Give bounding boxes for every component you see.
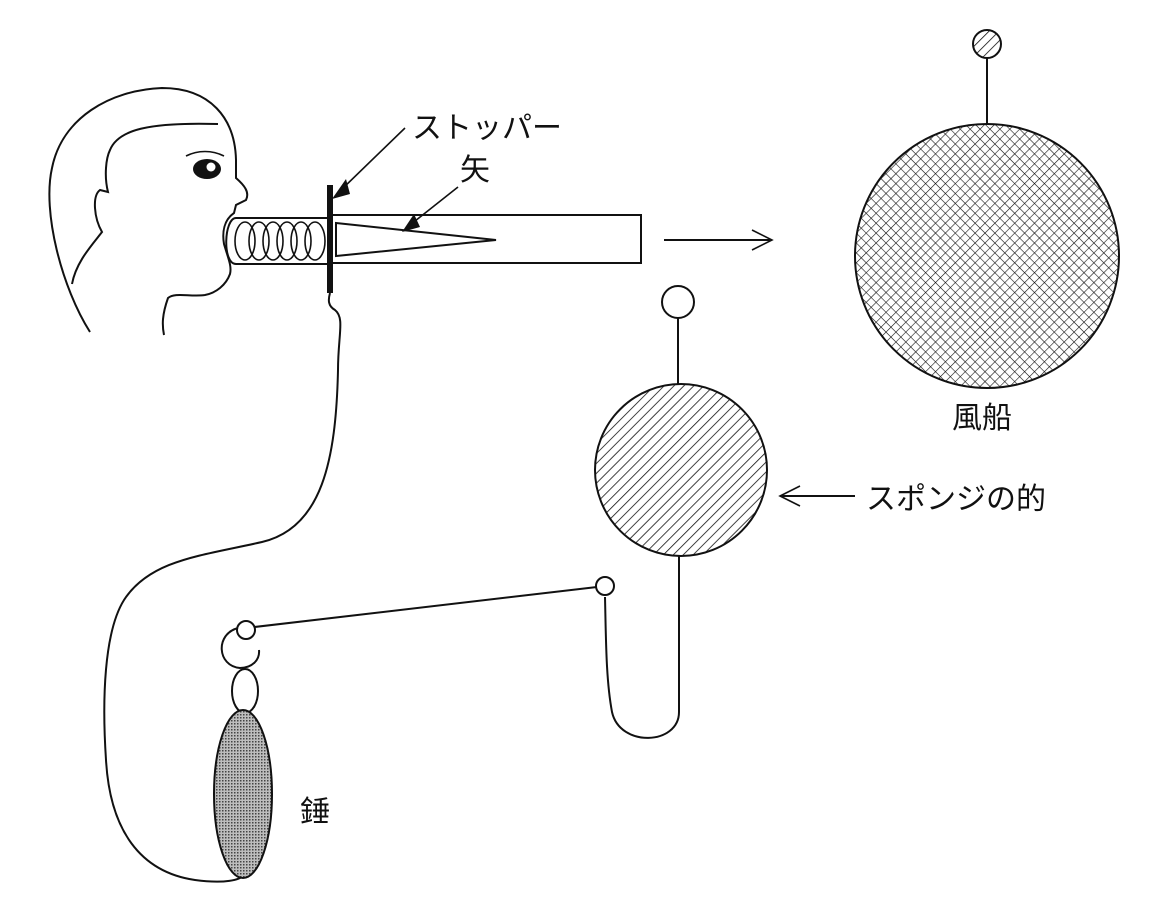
lever-rod	[245, 586, 598, 629]
blowgun-tube	[225, 214, 642, 265]
balloon	[854, 29, 1120, 389]
lever-pivot-left	[236, 620, 256, 640]
head-icon	[48, 86, 249, 336]
label-weight: 錘	[300, 795, 330, 830]
label-stopper: ストッパー	[412, 111, 562, 146]
pointer-arrow-left-icon	[778, 485, 855, 507]
weight-hook	[220, 627, 261, 670]
label-arrow: 矢	[460, 153, 490, 188]
label-sponge-target: スポンジの的	[866, 482, 1046, 517]
eye-icon	[193, 159, 221, 179]
weight-link	[231, 668, 259, 714]
arrow-right-icon	[664, 229, 774, 251]
dart	[335, 221, 497, 258]
spring-coil	[234, 221, 326, 261]
stopper-bar	[327, 185, 333, 293]
weight	[213, 709, 273, 879]
label-balloon: 風船	[952, 401, 1012, 436]
lever-pivot-right	[595, 576, 615, 596]
cord	[103, 292, 342, 883]
sponge-target	[594, 285, 768, 739]
